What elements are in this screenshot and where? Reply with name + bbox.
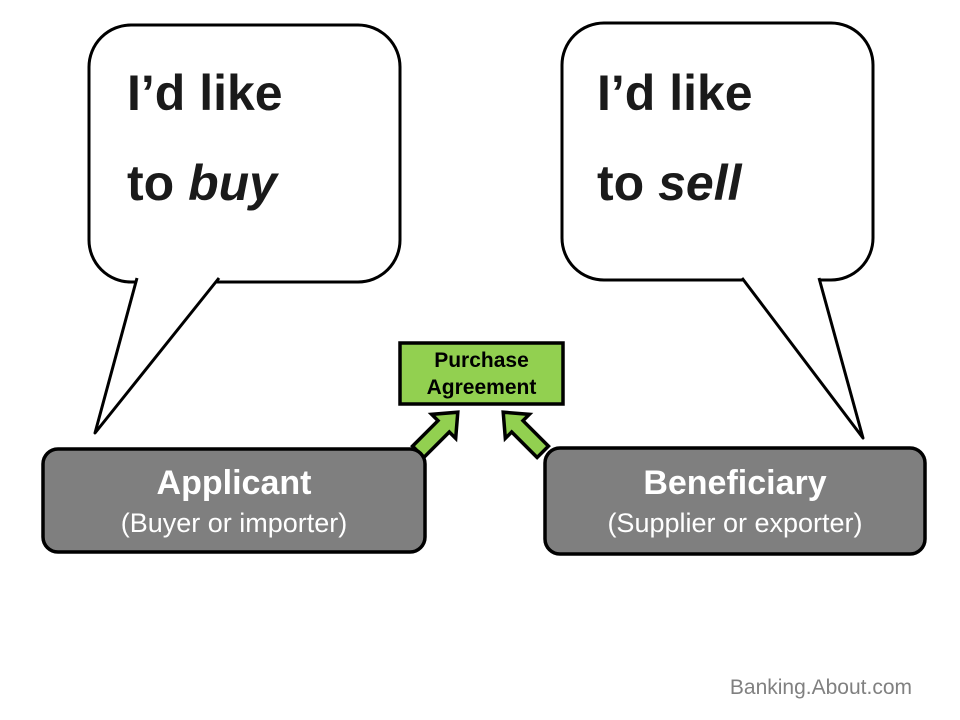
- speech-bubble-right-tail: [740, 277, 865, 440]
- speech-left-line2: to buy: [127, 155, 277, 211]
- speech-bubble-left-tail: [93, 277, 221, 435]
- watermark-text: Banking.About.com: [729, 676, 912, 699]
- speech-right-text: I’d like to sell: [597, 48, 753, 228]
- purchase-agreement-line1: Purchase: [434, 348, 529, 372]
- purchase-agreement-box: [398, 341, 565, 406]
- speech-right-line1: I’d like: [597, 65, 753, 121]
- beneficiary-title: Beneficiary: [643, 464, 827, 502]
- speech-bubble-left: [87, 23, 402, 284]
- beneficiary-subtitle: (Supplier or exporter): [607, 508, 863, 538]
- applicant-title: Applicant: [156, 463, 312, 502]
- purchase-agreement-line2: Agreement: [426, 375, 537, 399]
- speech-bubble-right: [560, 21, 875, 282]
- applicant-subtitle: (Buyer or importer): [120, 507, 348, 538]
- applicant-box: [41, 447, 427, 554]
- beneficiary-box: [543, 446, 927, 556]
- speech-left-text: I’d like to buy: [127, 48, 283, 228]
- purchase-agreement-label: Purchase Agreement: [400, 343, 563, 404]
- up-right-arrow-icon: [410, 410, 460, 460]
- speech-right-line2: to sell: [597, 155, 742, 211]
- up-left-arrow-icon: [501, 410, 551, 460]
- applicant-label: Applicant (Buyer or importer): [43, 449, 425, 552]
- beneficiary-label: Beneficiary (Supplier or exporter): [545, 448, 925, 554]
- speech-left-line1: I’d like: [127, 65, 283, 121]
